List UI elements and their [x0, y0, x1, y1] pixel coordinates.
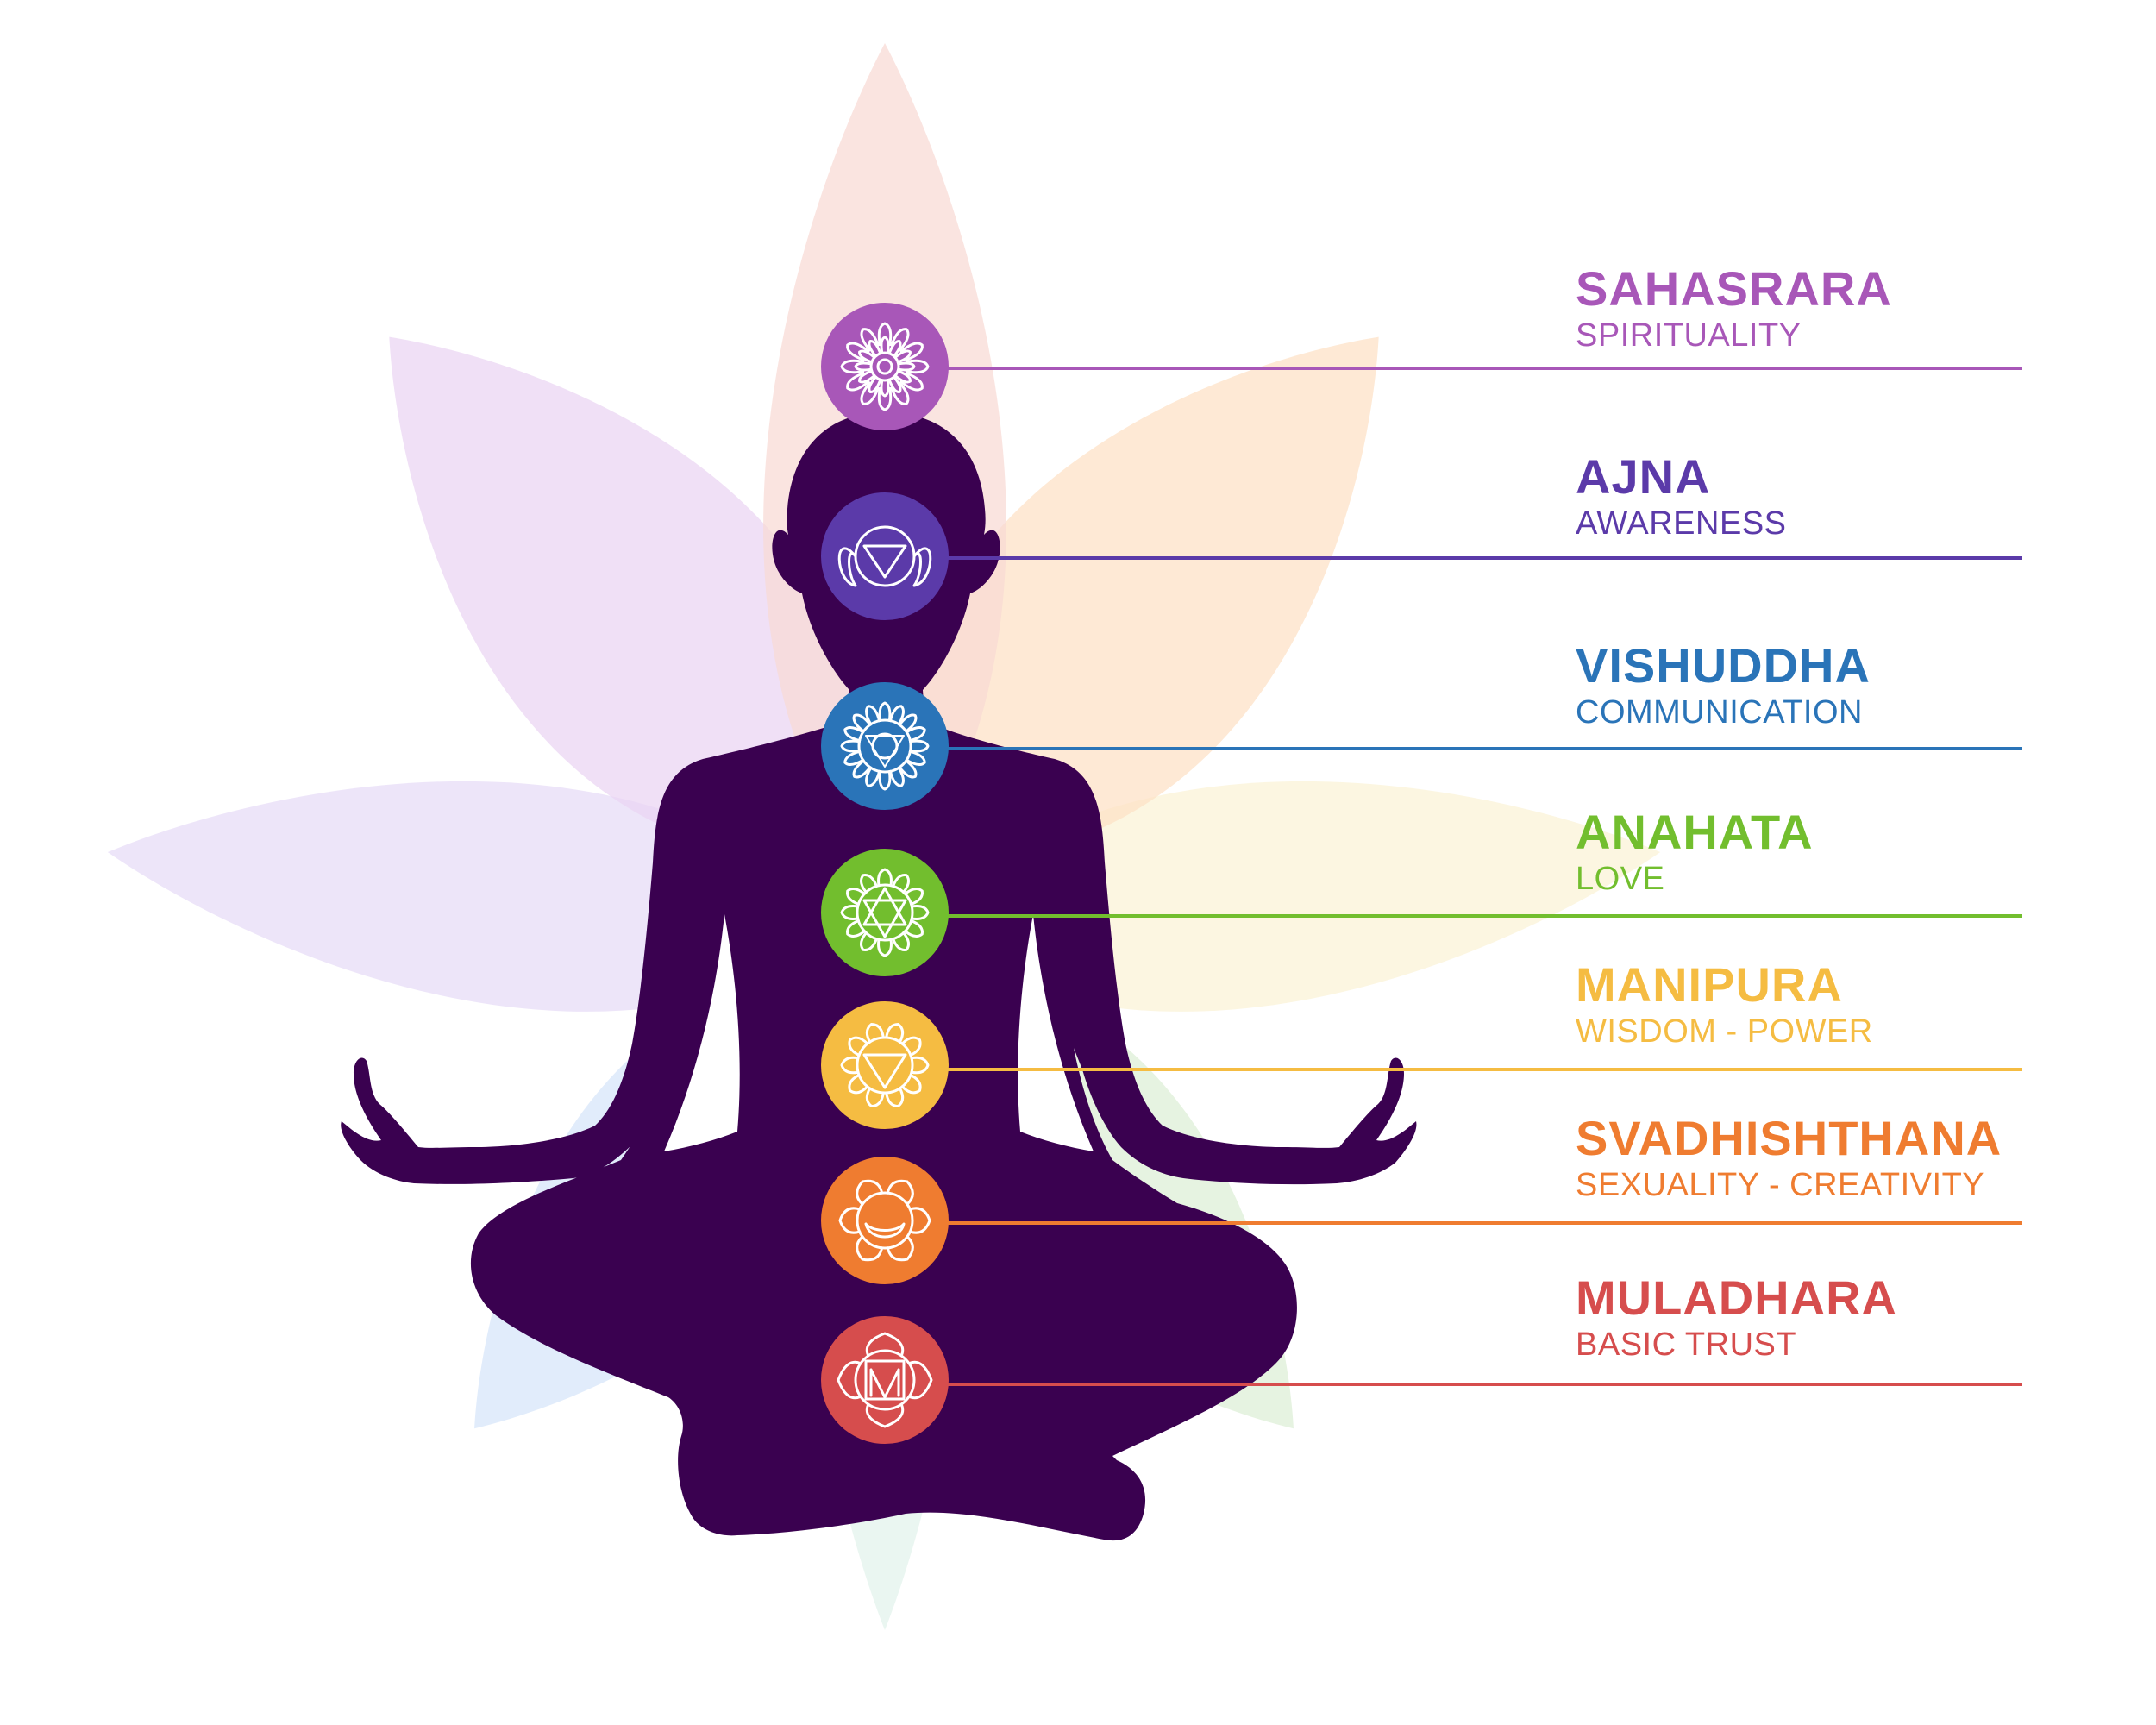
third-eye-icon: [837, 525, 932, 587]
chakra-symbols: [821, 303, 949, 1444]
chakra-ajna: [821, 492, 949, 620]
chakra-sahasrara: [821, 303, 949, 430]
chakra-circle: [821, 682, 949, 810]
petal-upper-left: [389, 336, 868, 863]
lotus-crown-icon: [840, 322, 930, 411]
chakra-muladhara: [821, 1316, 949, 1444]
chakra-anahata: [821, 849, 949, 976]
chakra-meaning: WISDOM - POWER: [1576, 1013, 1873, 1050]
chakra-circle: [821, 1157, 949, 1284]
square-lotus-icon: [837, 1332, 933, 1428]
chakra-circle: [821, 492, 949, 620]
chakra-name: SAHASRARA: [1576, 261, 1892, 316]
hexagram-icon: [840, 868, 930, 957]
petal-upper-right: [899, 336, 1379, 863]
chakra-meaning: COMMUNICATION: [1576, 694, 1863, 731]
chakra-meaning: SPIRITUALITY: [1576, 317, 1802, 354]
chakra-circle: [821, 1316, 949, 1444]
throat-lotus-icon: [840, 701, 930, 791]
chakra-circle: [821, 1001, 949, 1129]
left-arm-gap: [664, 914, 740, 1151]
connector-lines: [902, 367, 2022, 1386]
chakra-meaning: BASIC TRUST: [1576, 1327, 1797, 1363]
chakra-name: SVADHISHTHANA: [1576, 1111, 2002, 1165]
chakra-vishuddha: [821, 682, 949, 810]
chakra-meaning: LOVE: [1576, 861, 1665, 897]
chakra-name: MULADHARA: [1576, 1270, 1897, 1325]
chakra-name: MANIPURA: [1576, 957, 1843, 1012]
chakra-name: AJNA: [1576, 449, 1711, 504]
crescent-lotus-icon: [838, 1179, 931, 1262]
triangle-lotus-icon: [840, 1022, 930, 1108]
chakra-meaning: AWARENESS: [1576, 505, 1787, 542]
chakra-manipura: [821, 1001, 949, 1129]
chakra-name: ANAHATA: [1576, 805, 1814, 859]
chakra-svadhishthana: [821, 1157, 949, 1284]
chakra-name: VISHUDDHA: [1576, 638, 1871, 693]
right-arm-gap: [1018, 914, 1094, 1151]
chakra-circle: [821, 303, 949, 430]
chakra-meaning: SEXUALITY - CREATIVITY: [1576, 1167, 1985, 1203]
body-silhouette: [341, 720, 1417, 1541]
chakra-circle: [821, 849, 949, 976]
